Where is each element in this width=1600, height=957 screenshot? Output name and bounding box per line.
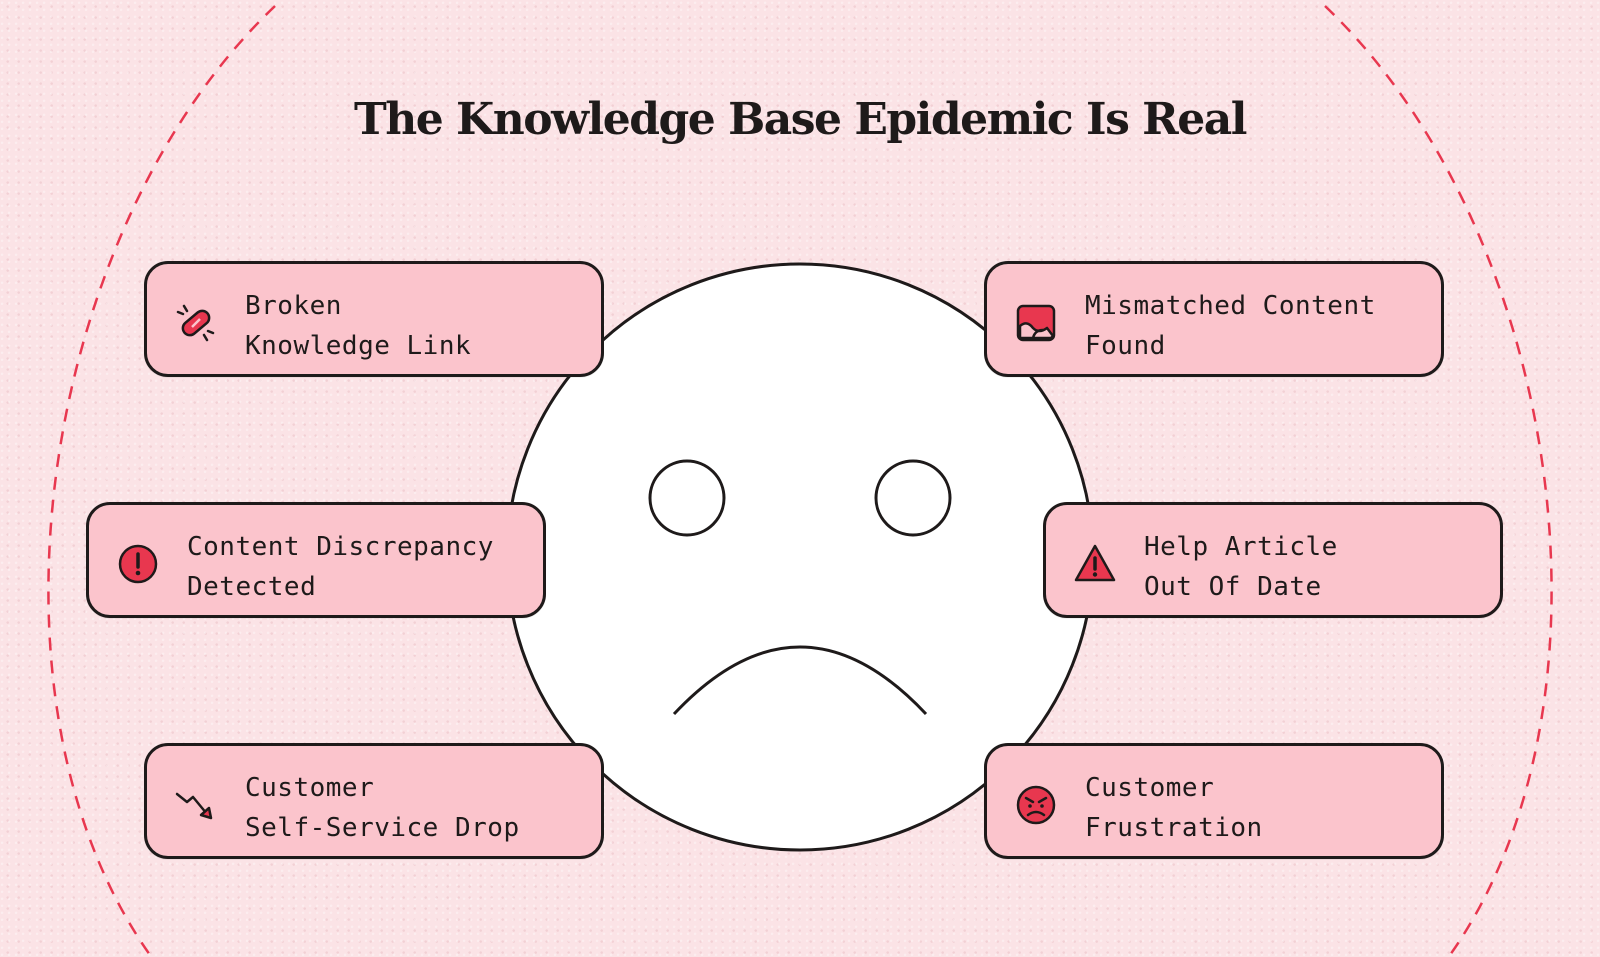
card-mismatched-content: Mismatched Content Found bbox=[984, 261, 1444, 377]
dashed-outer-ring bbox=[47, 5, 276, 956]
card-content-discrepancy: Content Discrepancy Detected bbox=[86, 502, 546, 618]
card-self-service-drop: Customer Self-Service Drop bbox=[144, 743, 604, 859]
broken-link-icon bbox=[176, 304, 215, 342]
card-title-line-2: Detected bbox=[187, 572, 317, 602]
card-title-line-2: Knowledge Link bbox=[245, 331, 472, 361]
card-help-article: Help Article Out Of Date bbox=[1043, 502, 1503, 618]
card-title-line-2: Self-Service Drop bbox=[245, 813, 520, 843]
card-title-line-1: Mismatched Content bbox=[1085, 291, 1376, 321]
card-title-line-2: Frustration bbox=[1085, 813, 1263, 843]
frown-mouth bbox=[672, 645, 928, 716]
card-title-line-1: Help Article bbox=[1144, 532, 1338, 562]
card-broken-link: Broken Knowledge Link bbox=[144, 261, 604, 377]
card-title-line-1: Customer bbox=[1085, 773, 1215, 803]
card-title-line-2: Out Of Date bbox=[1144, 572, 1322, 602]
exclamation-circle-icon bbox=[118, 544, 158, 584]
warning-triangle-icon bbox=[1074, 544, 1116, 582]
page-title: The Knowledge Base Epidemic Is Real bbox=[354, 94, 1247, 145]
dashed-outer-ring-right bbox=[1324, 5, 1553, 956]
trend-down-icon bbox=[175, 792, 213, 820]
card-customer-frustration: Customer Frustration bbox=[984, 743, 1444, 859]
card-title-line-1: Customer bbox=[245, 773, 375, 803]
card-title-line-1: Broken bbox=[245, 291, 342, 321]
card-title-line-2: Found bbox=[1085, 331, 1166, 361]
sad-face bbox=[505, 262, 1095, 852]
mismatched-content-icon bbox=[1016, 304, 1056, 342]
card-title-line-1: Content Discrepancy bbox=[187, 532, 494, 562]
angry-face-icon bbox=[1016, 785, 1056, 825]
right-eye bbox=[874, 459, 952, 537]
left-eye bbox=[648, 459, 726, 537]
